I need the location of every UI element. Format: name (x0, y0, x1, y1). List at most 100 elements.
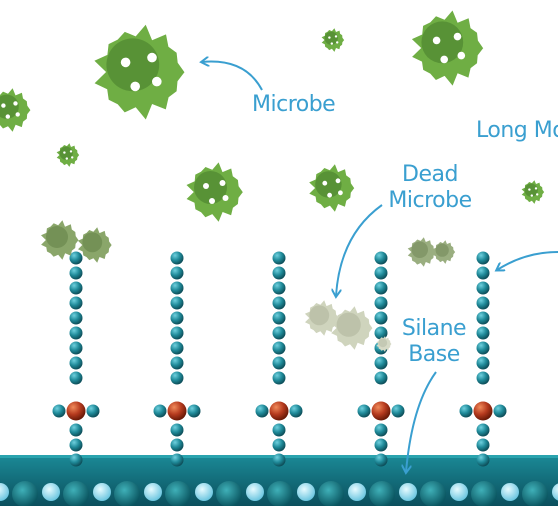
base-dark-bead (63, 481, 89, 506)
chain-bead (69, 371, 83, 385)
chain-bead (69, 296, 83, 310)
chain-bead (69, 326, 83, 340)
microbe-shade (59, 146, 73, 160)
chain-bead (374, 311, 388, 325)
base-dark-bead (522, 481, 548, 506)
microbe-body (321, 28, 345, 52)
base-light-bead (0, 483, 9, 501)
chain-bead (69, 356, 83, 370)
base-light-bead (399, 483, 417, 501)
microbe-body (41, 220, 79, 260)
microbe-label: Microbe (252, 92, 336, 117)
dead-microbe-fragment (376, 336, 392, 352)
chain-bead (69, 423, 83, 437)
microbe-pore (5, 114, 10, 119)
base-dark-bead (267, 481, 293, 506)
chain-bead (459, 404, 473, 418)
chain-bead (170, 266, 184, 280)
microbe-body (186, 162, 243, 222)
chain-bead (170, 251, 184, 265)
chain-bead (170, 423, 184, 437)
microbe (0, 88, 31, 132)
dying-microbe (432, 240, 456, 264)
microbe-pore (219, 180, 226, 186)
chain-bead (476, 438, 490, 452)
chain-bead (255, 404, 269, 418)
chain-bead (170, 438, 184, 452)
base-light-bead (144, 483, 162, 501)
chain-bead (272, 266, 286, 280)
silane-base-arrow (406, 371, 437, 472)
microbe (94, 24, 185, 120)
chain-bead (170, 311, 184, 325)
chain-bead (374, 423, 388, 437)
long-molecule-arrow (497, 251, 558, 270)
chain-bead (476, 281, 490, 295)
chain-bead (476, 296, 490, 310)
chain-bead (272, 281, 286, 295)
chain-bead (272, 341, 286, 355)
base-dark-bead (216, 481, 242, 506)
base-light-bead (348, 483, 366, 501)
chain-bead (69, 251, 83, 265)
base-light-bead (93, 483, 111, 501)
chain-bead (272, 251, 286, 265)
silane-chains (52, 251, 507, 467)
chain-bead (69, 438, 83, 452)
microbe-pore (453, 32, 462, 41)
microbe-shade (421, 21, 464, 64)
long-molecule-label: Long Mo (476, 118, 558, 143)
microbes (0, 10, 545, 352)
microbe-pore (322, 180, 328, 186)
base-dark-bead (114, 481, 140, 506)
chain-bead (374, 438, 388, 452)
silicon-core-bead (167, 401, 187, 421)
microbe-pore (338, 190, 343, 196)
chain-bead (69, 266, 83, 280)
chain-bead (69, 281, 83, 295)
microbe-body (432, 240, 456, 264)
dead-microbe-label: Dead Microbe (388, 162, 472, 213)
microbe-pore (457, 51, 466, 60)
microbe-body (376, 336, 392, 352)
silane-chain (52, 251, 100, 467)
base-light-bead (246, 483, 264, 501)
microbe-pore (440, 55, 449, 64)
chain-bead (357, 404, 371, 418)
microbe-pore (130, 81, 140, 92)
chain-bead (187, 404, 201, 418)
chain-bead (272, 296, 286, 310)
dead-microbe (304, 300, 339, 336)
chain-bead (374, 251, 388, 265)
microbe-pore (69, 150, 73, 153)
chain-bead (272, 438, 286, 452)
silane-chain (153, 251, 201, 467)
microbe-pore (334, 35, 338, 38)
chain-bead (374, 371, 388, 385)
microbe-body (407, 237, 436, 267)
chain-bead (476, 311, 490, 325)
microbe (56, 143, 80, 167)
microbe-body (309, 164, 355, 212)
dying-microbe (41, 220, 79, 260)
microbe (186, 162, 243, 222)
microbe-pore (120, 57, 131, 68)
chain-bead (69, 311, 83, 325)
microbe-pore (13, 101, 18, 106)
chain-bead (476, 453, 490, 467)
base-light-bead (552, 483, 558, 501)
microbe (521, 180, 545, 204)
dead-microbe-arrow (336, 204, 383, 296)
microbe-shade (378, 338, 388, 348)
microbe-pore (209, 198, 215, 204)
microbe-body (77, 227, 112, 263)
dying-microbe (407, 237, 436, 267)
base-dark-bead (420, 481, 446, 506)
microbe-shade (309, 305, 330, 326)
microbe-shade (435, 243, 449, 257)
base-dark-bead (369, 481, 395, 506)
dying-microbe (77, 227, 112, 263)
silicon-core-bead (371, 401, 391, 421)
